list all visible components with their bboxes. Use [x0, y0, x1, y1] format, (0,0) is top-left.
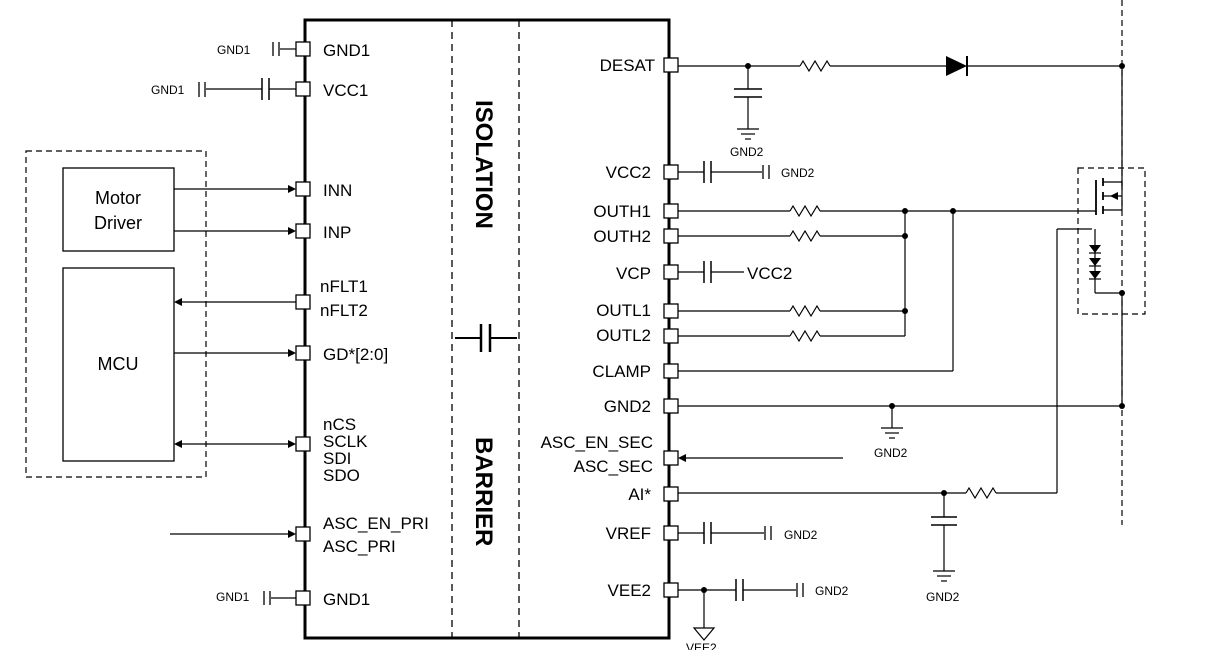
pin-vref: VREF [606, 524, 651, 543]
pin-gnd1-top: GND1 [323, 41, 370, 60]
power-switch-dashed-box [1077, 167, 1146, 315]
pin-gd: GD*[2:0] [323, 345, 388, 364]
pin-sclk: SCLK [323, 432, 368, 451]
pin-outh1: OUTH1 [593, 202, 651, 221]
pin-vcc1: VCC1 [323, 81, 368, 100]
left-signal-arrows [170, 185, 296, 538]
left-pin-squares [295, 41, 311, 606]
gnd1-top-capacitor [272, 42, 296, 56]
label-vcp-net: VCC2 [747, 264, 792, 283]
pin-nflt2: nFLT2 [320, 301, 368, 320]
vcc2-capacitor [678, 161, 770, 183]
pin-asc-pri: ASC_PRI [323, 537, 396, 556]
motor-driver-label-line2: Driver [94, 213, 142, 233]
pin-ai: AI* [628, 485, 651, 504]
vcp-capacitor [678, 261, 744, 283]
pin-inp: INP [323, 223, 351, 242]
label-gnd1-vcc1-cap: GND1 [151, 83, 185, 97]
label-gnd2-vee2: GND2 [815, 584, 849, 598]
pin-asc-en-pri: ASC_EN_PRI [323, 514, 429, 533]
asc-sec-arrow [678, 454, 843, 462]
pin-asc-sec: ASC_SEC [574, 457, 653, 476]
pin-ncs: nCS [323, 415, 356, 434]
pin-vcc2: VCC2 [606, 163, 651, 182]
label-gnd2-ai: GND2 [926, 590, 960, 604]
label-gnd2-vcc2: GND2 [781, 166, 815, 180]
label-vee2-ground: VEE2 [686, 641, 717, 650]
label-gnd2-ground: GND2 [874, 446, 908, 460]
motor-driver-label-line1: Motor [95, 188, 141, 208]
motor-driver-block [62, 167, 175, 252]
mcu-label: MCU [98, 354, 139, 374]
vref-capacitor [678, 522, 772, 544]
vee2-capacitor [678, 579, 804, 641]
power-transistor-symbol [1076, 178, 1125, 296]
mcu-block [62, 267, 175, 462]
pin-nflt1: nFLT1 [320, 277, 368, 296]
ai-sense-path [678, 228, 1092, 582]
pin-outh2: OUTH2 [593, 227, 651, 246]
pin-inn: INN [323, 181, 352, 200]
vcc1-capacitor [198, 78, 296, 100]
pin-outl1: OUTL1 [596, 301, 651, 320]
pin-outl2: OUTL2 [596, 326, 651, 345]
label-gnd2-vref: GND2 [784, 528, 818, 542]
pin-asc-en-sec: ASC_EN_SEC [541, 433, 653, 452]
barrier-capacitor-symbol [455, 324, 517, 352]
label-gnd2-desat: GND2 [730, 145, 764, 159]
label-gnd1-top-cap: GND1 [217, 43, 251, 57]
desat-path [678, 56, 1125, 140]
pin-vcp: VCP [616, 264, 651, 283]
label-gnd1-bottom-cap: GND1 [216, 590, 250, 604]
pin-vee2: VEE2 [608, 581, 651, 600]
pin-sdo: SDO [323, 466, 360, 485]
right-pin-squares [663, 57, 679, 598]
pin-gnd1-bottom: GND1 [323, 590, 370, 609]
controller-dashed-box [25, 150, 207, 478]
barrier-label-isolation: ISOLATION [470, 100, 497, 229]
pin-sdi: SDI [323, 449, 351, 468]
output-resistor-network [678, 204, 1076, 372]
pin-gnd2: GND2 [604, 397, 651, 416]
pin-clamp: CLAMP [592, 362, 651, 381]
pin-desat: DESAT [600, 56, 655, 75]
barrier-label-barrier: BARRIER [470, 437, 497, 546]
gnd2-net [678, 403, 1125, 439]
gnd1-bottom-capacitor [263, 591, 296, 605]
